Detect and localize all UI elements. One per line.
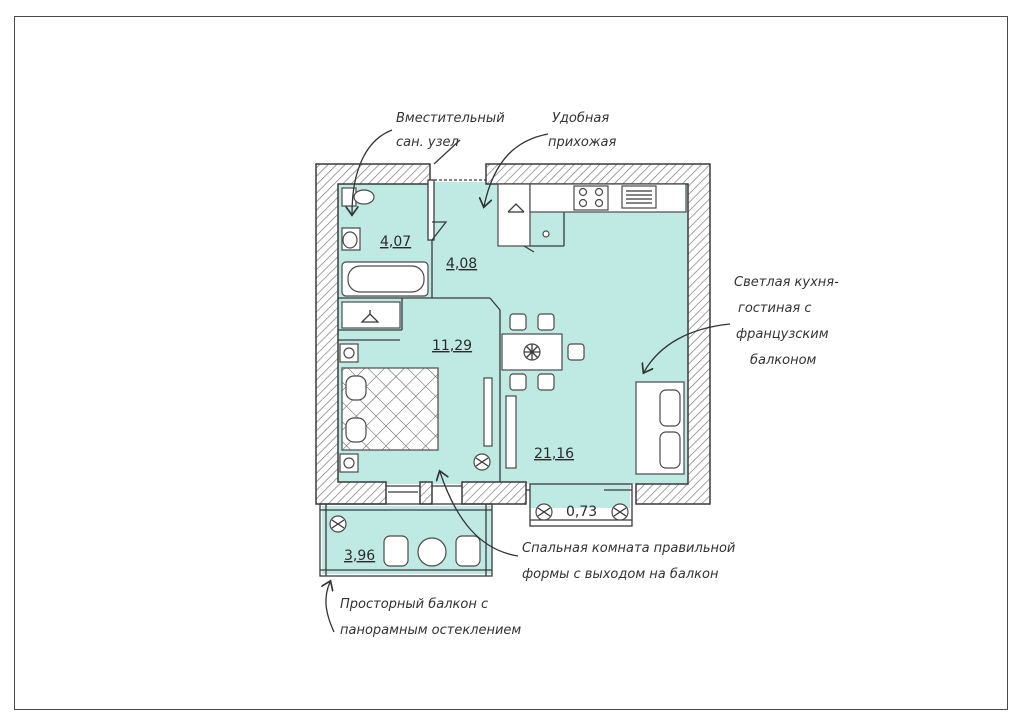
note-bathroom-line-2: сан. узел (396, 135, 459, 150)
note-balcony-line-2: панорамным остеклением (340, 623, 521, 638)
note-hallway-line-2: прихожая (548, 135, 617, 150)
note-hallway-line-1: Удобная (552, 111, 609, 126)
note-kitchen-line-1: Светлая кухня- (734, 275, 839, 290)
kitchen-counter (529, 183, 687, 213)
note-kitchen: Светлая кухня- гостиная с французским ба… (644, 275, 839, 372)
french-balcony-plants (535, 503, 629, 521)
note-bedroom-line-2: формы с выходом на балкон (522, 567, 719, 582)
bathroom-area: 4,07 (380, 234, 411, 250)
note-bathroom-line-1: Вместительный (396, 111, 505, 126)
tv-units (473, 377, 517, 471)
living-sofa (635, 381, 685, 475)
bathroom-fixtures (341, 187, 429, 297)
kitchen-living-area: 21,16 (534, 446, 574, 462)
dining-set (501, 313, 585, 391)
french-balcony-area: 0,73 (566, 504, 597, 520)
note-bedroom: Спальная комната правильной формы с выхо… (440, 472, 735, 582)
interior-walls (338, 179, 501, 482)
bedroom-area: 11,29 (432, 338, 472, 354)
note-kitchen-line-2: гостиная с (738, 301, 812, 316)
doors (386, 139, 632, 493)
note-bathroom: Вместительный сан. узел (352, 111, 505, 214)
bedroom-bed (339, 343, 439, 473)
drawing-frame (14, 16, 1008, 710)
note-hallway: Удобная прихожая (484, 111, 617, 206)
balcony-area: 3,96 (344, 548, 375, 564)
balcony-furniture (329, 515, 481, 567)
hallway-area: 4,08 (446, 256, 477, 272)
note-kitchen-line-3: французским (736, 327, 829, 342)
note-bedroom-line-1: Спальная комната правильной (522, 541, 735, 556)
note-balcony: Просторный балкон с панорамным остеклени… (326, 582, 521, 638)
note-balcony-line-1: Просторный балкон с (340, 597, 488, 612)
bedroom-wardrobe (341, 301, 401, 329)
balcony-outlines (319, 483, 633, 577)
note-kitchen-line-4: балконом (750, 353, 817, 368)
